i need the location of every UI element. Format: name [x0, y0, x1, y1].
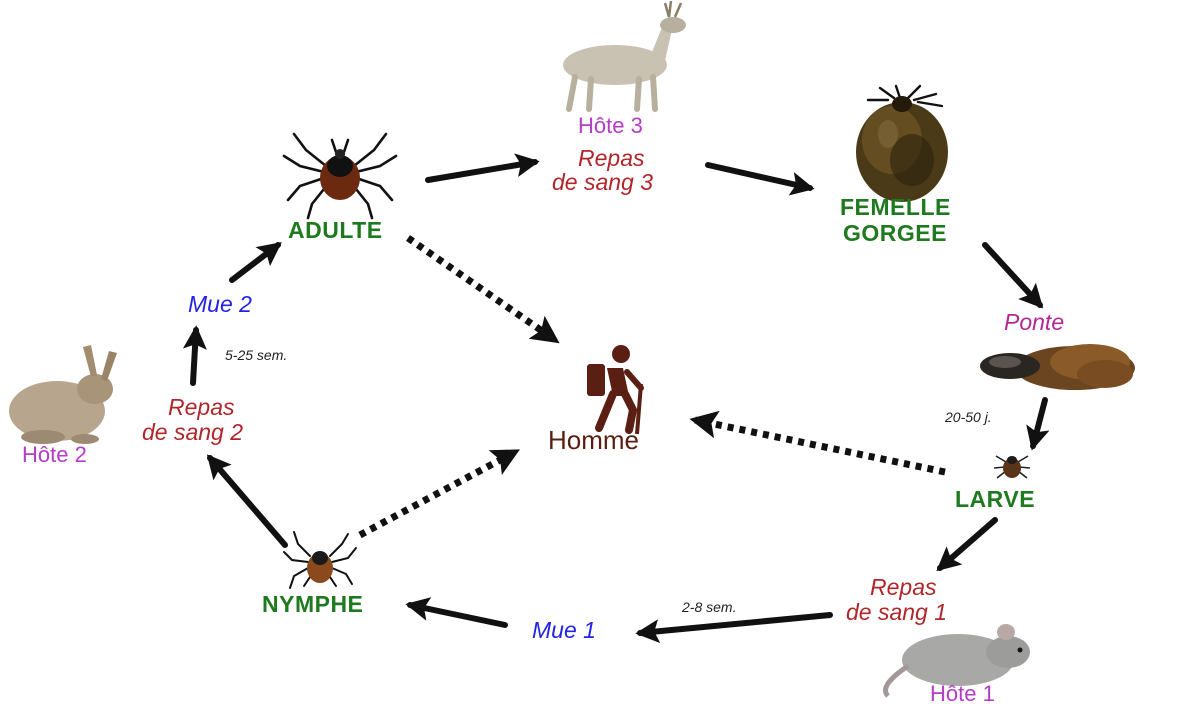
human-label: Homme — [548, 426, 639, 455]
host-label-3: Hôte 3 — [578, 114, 643, 139]
arrow-mue1-to-nymphe — [410, 605, 505, 625]
moult-label-2: Mue 2 — [188, 292, 252, 318]
tick-nymph-icon — [284, 532, 356, 588]
duration-mue-1: 2-8 sem. — [682, 600, 736, 616]
moult-label-1: Mue 1 — [532, 618, 596, 644]
host-label-2: Hôte 2 — [22, 443, 87, 468]
blood-meal-2-line2: de sang 2 — [142, 420, 243, 446]
human-contact-arrows — [360, 238, 945, 535]
arrow-adulte-to-repas3 — [428, 162, 535, 180]
engorged-tick-icon — [856, 86, 948, 202]
blood-meal-1-line1: Repas — [870, 575, 936, 601]
tick-adult-icon — [284, 134, 396, 218]
arrow-larve-to-repas1 — [940, 520, 995, 568]
egg-mass-icon — [980, 344, 1135, 390]
host-label-1: Hôte 1 — [930, 682, 995, 707]
dotted-arrow-adulte-to-homme — [408, 238, 555, 340]
arrow-mue2-to-adulte — [232, 245, 278, 280]
blood-meal-3-line2: de sang 3 — [552, 170, 653, 196]
tick-larva-icon — [994, 456, 1030, 478]
arrow-nymphe-to-repas2 — [210, 458, 285, 545]
arrow-repas3-to-femelle — [708, 165, 810, 188]
stage-label-larve: LARVE — [955, 487, 1035, 513]
duration-ponte-to-larve: 20-50 j. — [945, 410, 992, 426]
stage-label-adulte: ADULTE — [288, 218, 383, 244]
dotted-arrow-larve-to-homme — [695, 420, 945, 472]
stage-label-gorgee: GORGEE — [843, 221, 947, 247]
dotted-arrow-nymphe-to-homme — [360, 452, 515, 535]
hiker-icon — [587, 345, 641, 434]
deer-icon — [563, 1, 686, 109]
blood-meal-1-line2: de sang 1 — [846, 600, 947, 626]
arrow-ponte-to-larve — [1033, 400, 1045, 446]
stage-label-femelle: FEMELLE — [840, 195, 951, 221]
arrow-femelle-to-ponte — [985, 245, 1040, 305]
blood-meal-2-line1: Repas — [168, 395, 234, 421]
ponte-label: Ponte — [1004, 310, 1064, 336]
hare-icon — [9, 345, 117, 444]
arrow-repas2-to-mue2 — [193, 330, 196, 383]
arrow-repas1-to-mue1 — [640, 615, 830, 633]
stage-label-nymphe: NYMPHE — [262, 592, 363, 618]
duration-mue-2: 5-25 sem. — [225, 348, 287, 364]
blood-meal-3-line1: Repas — [578, 146, 644, 172]
